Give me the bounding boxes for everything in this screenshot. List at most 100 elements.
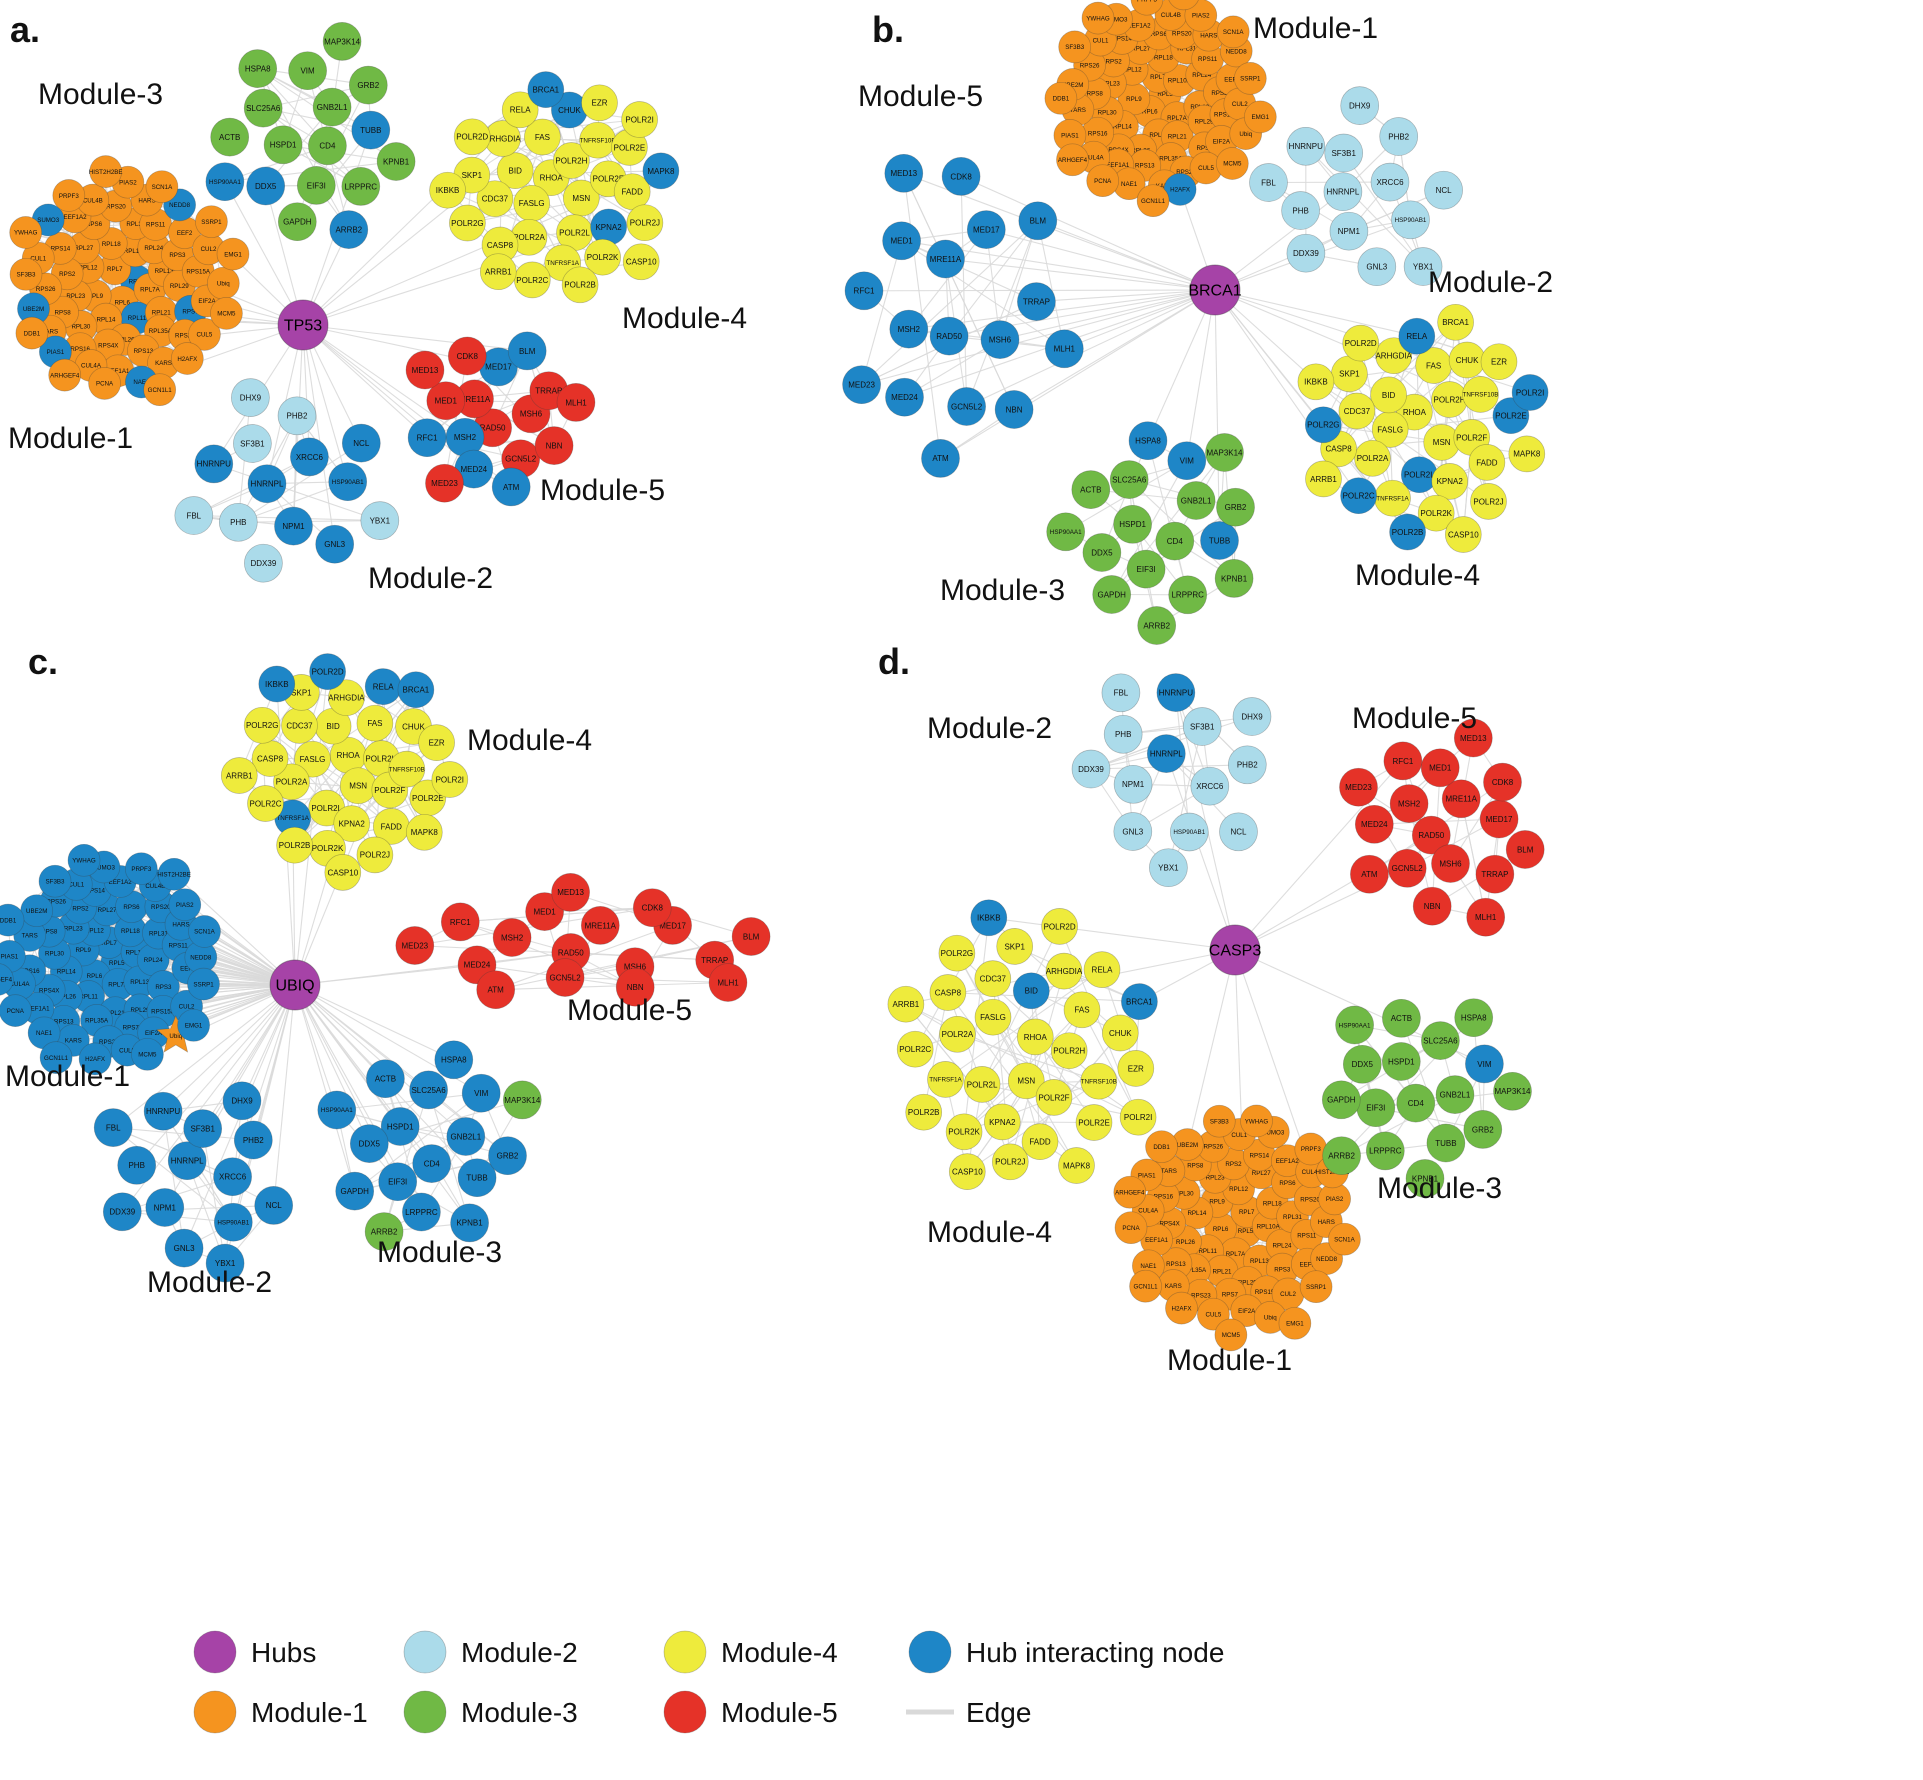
node-label: YWHAG	[14, 230, 38, 237]
node-label: RPS11	[169, 942, 189, 949]
node-label: HSPD1	[1388, 1057, 1415, 1066]
hub-node-UBIQ: UBIQ	[270, 960, 320, 1010]
node-label: RPS2	[1225, 1161, 1242, 1168]
node-label: H2AFX	[1172, 1305, 1192, 1312]
node-HSPA8: HSPA8	[1129, 422, 1167, 460]
node-label: RPL18	[102, 241, 121, 248]
node-label: GAPDH	[340, 1187, 369, 1196]
node-label: MED1	[890, 237, 913, 246]
node-label: BRCA1	[1126, 998, 1153, 1007]
node-LRPPRC: LRPPRC	[1169, 576, 1207, 614]
node-label: HSP90AA1	[1339, 1022, 1371, 1029]
node-label: SKP1	[462, 171, 483, 180]
node-label: Ubiq	[1239, 131, 1252, 138]
node-label: ARHGDIA	[1046, 967, 1083, 976]
legend-color-swatch	[404, 1691, 446, 1733]
node-label: NAE1	[1121, 181, 1138, 188]
node-label: CHUK	[558, 106, 581, 115]
node-CD4: CD4	[413, 1145, 451, 1183]
node-label: HNRNPL	[251, 480, 284, 489]
node-HSP90AA1: HSP90AA1	[206, 163, 244, 201]
node-GAPDH: GAPDH	[336, 1172, 374, 1210]
node-label: HSP90AB1	[1395, 217, 1427, 224]
node-CDK8: CDK8	[1484, 763, 1522, 801]
node-EMG1: EMG1	[1279, 1307, 1311, 1339]
node-label: RPL11	[1198, 1248, 1217, 1255]
node-label: PHB	[1292, 206, 1308, 215]
node-SF3B3: SF3B3	[10, 258, 42, 290]
node-YWHAG: YWHAG	[1241, 1105, 1273, 1137]
node-label: SSRP1	[201, 219, 222, 226]
node-POLR2J: POLR2J	[357, 837, 393, 873]
node-label: KPNA2	[989, 1118, 1016, 1127]
node-label: CD4	[1167, 537, 1184, 546]
node-label: RELA	[510, 106, 532, 115]
node-label: SLC25A6	[411, 1086, 446, 1095]
node-FBL: FBL	[175, 497, 213, 535]
node-GNL3: GNL3	[316, 525, 354, 563]
node-label: ACTB	[1080, 486, 1101, 495]
node-HSPA8: HSPA8	[1455, 999, 1493, 1037]
node-label: RPL35A	[85, 1018, 109, 1025]
node-ARHGDIA: ARHGDIA	[1046, 953, 1083, 989]
node-label: POLR2H	[1433, 395, 1465, 404]
node-POLR2F: POLR2F	[1036, 1079, 1072, 1115]
node-HIST2H2BE: HIST2H2BE	[157, 858, 191, 890]
node-POLR2D: POLR2D	[1343, 325, 1379, 361]
node-label: KPNA2	[1437, 477, 1464, 486]
node-KPNA2: KPNA2	[984, 1104, 1020, 1140]
node-label: FASLG	[1377, 425, 1403, 434]
node-POLR2H: POLR2H	[1051, 1033, 1087, 1069]
legend-color-swatch	[664, 1631, 706, 1673]
hub-edge	[295, 965, 477, 985]
node-SSRP1: SSRP1	[1234, 62, 1266, 94]
node-label: POLR2L	[559, 229, 590, 238]
node-label: PHB2	[1388, 132, 1409, 141]
node-label: RELA	[373, 683, 395, 692]
node-label: H2AFX	[177, 356, 197, 363]
node-label: CDC37	[286, 721, 313, 730]
node-ATM: ATM	[492, 468, 530, 506]
node-label: EEF1A2	[63, 214, 87, 221]
node-GCN1L1: GCN1L1	[1137, 185, 1169, 217]
node-label: PIAS2	[176, 902, 194, 909]
node-ARRB2: ARRB2	[1323, 1137, 1361, 1175]
node-label: NEDD8	[169, 202, 191, 209]
hub-label: BRCA1	[1188, 283, 1241, 300]
node-CHUK: CHUK	[1449, 342, 1485, 378]
node-label: MED24	[464, 961, 491, 970]
node-RELA: RELA	[1084, 952, 1120, 988]
node-label: IKBKB	[977, 914, 1001, 923]
node-LRPPRC: LRPPRC	[1366, 1132, 1404, 1170]
node-label: UBE2M	[23, 306, 44, 313]
node-label: EIF2A	[1238, 1308, 1256, 1315]
hub-edge	[1187, 290, 1215, 461]
legend-item-label: Module-5	[721, 1697, 838, 1728]
node-label: PCNA	[1094, 178, 1112, 185]
node-TUBB: TUBB	[1201, 522, 1239, 560]
node-PCNA: PCNA	[0, 995, 31, 1027]
node-label: TUBB	[360, 126, 381, 135]
node-label: RHOA	[1024, 1033, 1048, 1042]
node-MAPK8: MAPK8	[406, 814, 442, 850]
legend-item-module-4: Module-4	[664, 1631, 838, 1673]
node-label: RPL24	[144, 957, 163, 964]
node-label: CUL5	[1198, 165, 1214, 172]
edge	[862, 241, 902, 385]
node-label: HNRNPU	[197, 460, 231, 469]
node-DHX9: DHX9	[1233, 698, 1271, 736]
node-label: BLM	[1517, 845, 1534, 854]
node-POLR2I: POLR2I	[1512, 375, 1548, 411]
node-label: RPL9	[75, 947, 91, 954]
module-label-b-module-5: Module-5	[858, 80, 983, 113]
node-label: EZR	[1491, 358, 1507, 367]
node-label: RPL30	[1098, 110, 1117, 117]
hub-edge	[941, 290, 1216, 458]
node-label: MAP3K14	[1206, 448, 1243, 457]
node-label: KPNB1	[1221, 574, 1248, 583]
node-label: CDK8	[457, 352, 479, 361]
node-PHB: PHB	[1104, 715, 1142, 753]
node-label: TRRAP	[535, 387, 562, 396]
node-label: ARRB1	[485, 268, 512, 277]
node-label: ARRB2	[1143, 621, 1170, 630]
